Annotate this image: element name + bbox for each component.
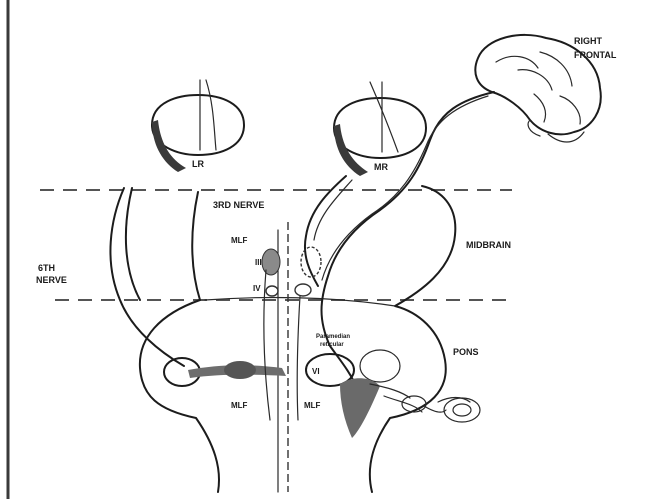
mlf-tract-right [297, 296, 300, 420]
label-mlf-right: MLF [304, 401, 321, 410]
label-mr: MR [374, 162, 388, 172]
pprf-region [360, 350, 400, 382]
label-midbrain: MIDBRAIN [466, 240, 511, 250]
label-pprf-2: reticular [320, 342, 344, 348]
vestibular-fibers [340, 378, 380, 438]
sixth-nerve-path [110, 188, 184, 366]
label-right-frontal-1: RIGHT [574, 36, 603, 46]
inner-ear [402, 396, 480, 422]
label-vi: VI [312, 367, 320, 376]
oculomotor-nucleus-left [262, 249, 280, 275]
label-lr: LR [192, 159, 204, 169]
label-third-nerve: 3RD NERVE [213, 200, 264, 210]
label-sixth-nerve-2: NERVE [36, 275, 67, 285]
label-sixth-nerve-1: 6TH [38, 263, 55, 273]
trochlear-nucleus-left [266, 286, 278, 296]
label-pons: PONS [453, 347, 479, 357]
label-nucleus-iii: III [255, 258, 262, 267]
label-nucleus-iv: IV [253, 284, 261, 293]
label-pprf-1: Paramedian [316, 334, 350, 340]
frontal-eye-field-pathway [322, 92, 495, 386]
label-mlf-left: MLF [231, 401, 248, 410]
medial-rectus-muscle [334, 124, 368, 176]
label-mlf-top: MLF [231, 236, 248, 245]
trochlear-nucleus-right [295, 284, 311, 296]
lateral-rectus-muscle [152, 120, 186, 172]
label-right-frontal-2: FRONTAL [574, 50, 617, 60]
